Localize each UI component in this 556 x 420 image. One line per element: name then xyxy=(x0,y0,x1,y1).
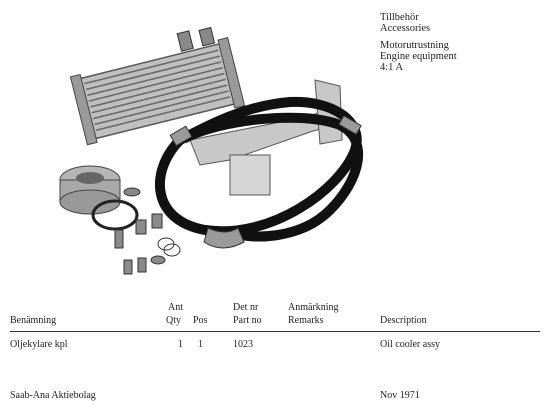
hose-ends xyxy=(169,114,362,249)
table-header-rule xyxy=(10,331,540,332)
column-header-remarks: Remarks xyxy=(288,315,324,326)
header-line-tillbehor: Tillbehör xyxy=(380,12,419,23)
filter-adapter xyxy=(59,165,141,215)
column-header-part-no: Part no xyxy=(233,315,262,326)
row-qty: 1 xyxy=(178,339,183,350)
footer-company: Saab-Ana Aktiebolag xyxy=(10,390,96,401)
hose xyxy=(155,96,363,242)
row-part-no: 1023 xyxy=(233,339,253,350)
footer-date: Nov 1971 xyxy=(380,390,420,401)
column-header-benamning: Benämning xyxy=(10,315,57,326)
column-header-description: Description xyxy=(380,315,427,326)
row-pos: 1 xyxy=(198,339,203,350)
header-line-engine-equipment: Engine equipment xyxy=(380,51,457,62)
column-header-det-nr: Det nr xyxy=(233,302,259,313)
column-header-anmarkning: Anmärkning xyxy=(288,302,339,313)
column-header-pos: Pos xyxy=(193,315,208,326)
column-header-ant: Ant xyxy=(168,302,183,313)
o-ring xyxy=(91,199,139,231)
row-name: Oljekylare kpl xyxy=(10,339,68,350)
header-line-section-number: 4:1 A xyxy=(380,62,404,73)
header-line-accessories: Accessories xyxy=(380,23,431,34)
oil-cooler-radiator xyxy=(69,26,246,146)
oil-cooler-kit-photo xyxy=(59,26,363,275)
header-block: Tillbehör Accessories Motorutrustning En… xyxy=(380,12,457,73)
row-description: Oil cooler assy xyxy=(380,339,440,350)
column-header-qty: Qty xyxy=(166,315,181,326)
fittings xyxy=(114,213,181,275)
header-line-motorutrustning: Motorutrustning xyxy=(380,40,449,51)
